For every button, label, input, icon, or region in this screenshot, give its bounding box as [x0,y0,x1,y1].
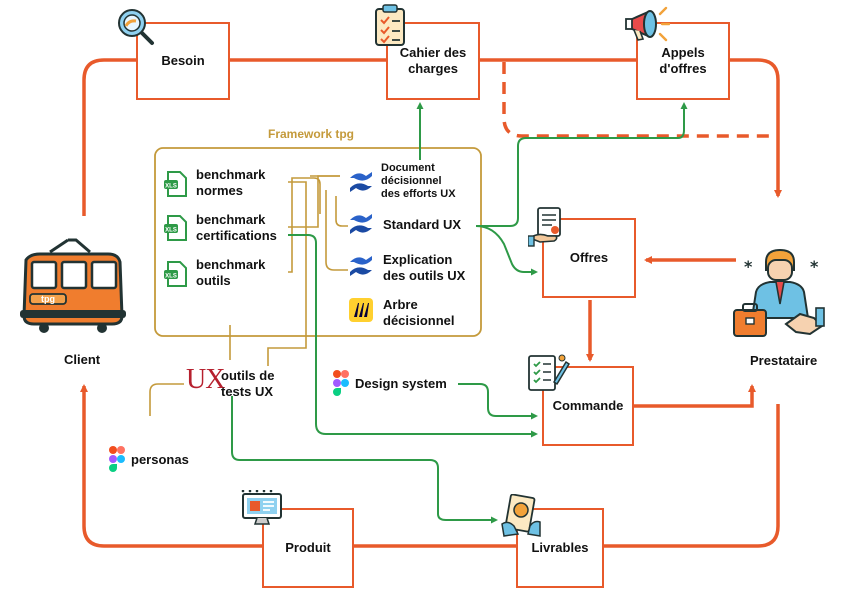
framework-title: Framework tpg [268,127,355,141]
miro-icon [349,298,373,322]
output-standard-ux: Standard UX [383,217,462,232]
tram-logo: tpg [41,294,55,304]
flow-dashed-appels [502,62,778,138]
node-produit: Produit [262,508,354,588]
tool-outils-tests-ux: outils de tests UX [221,368,275,400]
client-label: Client [64,352,101,367]
tool-personas: personas [131,452,189,467]
excel-badge: XLS [165,274,177,280]
green-certif-commande [288,234,538,438]
input-benchmark-normes: benchmark normes [196,167,266,199]
flow-commande-prestataire [634,384,756,408]
order-form-icon [528,354,570,391]
monitor-icon [241,490,282,525]
green-standard-appels [476,102,688,227]
main-flow [80,58,782,548]
framework-border [154,147,482,337]
flow-client-besoin [82,58,136,216]
flow-appels-prestataire [730,58,782,198]
flow-produit-client [80,384,262,548]
excel-badge: XLS [165,228,177,234]
excel-icon: XLS [164,215,187,241]
framework-links [149,175,348,416]
node-besoin: Besoin [136,22,230,100]
checklist-icon [375,4,405,46]
green-standard-offres [475,225,538,276]
confluence-icon [350,214,372,234]
handshake-person-icon: * * [733,248,825,337]
confluence-icon [350,172,372,192]
output-explication-outils: Explication des outils UX [383,252,466,284]
svg-text:*: * [810,257,819,276]
output-arbre-decisionnel: Arbre décisionnel [383,297,455,329]
green-design-commande [458,383,538,420]
ux-logo: UX [186,364,225,395]
prestataire-label: Prestataire [750,353,818,368]
deliverable-icon [501,494,541,537]
excel-icon: XLS [164,171,187,197]
svg-text:*: * [744,257,753,276]
excel-badge: XLS [165,184,177,190]
tool-design-system: Design system [355,376,447,391]
green-tests-livrables [231,396,498,524]
input-benchmark-outils: benchmark outils [196,257,266,289]
framework-flow [231,102,688,524]
search-icon [118,9,154,45]
offer-document-icon [528,207,561,247]
figma-icon [109,446,125,472]
confluence-icon [350,256,372,276]
megaphone-icon [625,6,670,42]
flow-prestataire-livrables [604,404,780,548]
output-document-decisionnel: Document décisionnel des efforts UX [381,162,456,201]
tram-icon: tpg [20,238,126,333]
figma-icon [333,370,349,396]
excel-icon: XLS [164,261,187,287]
input-benchmark-certifications: benchmark certifications [196,212,277,244]
